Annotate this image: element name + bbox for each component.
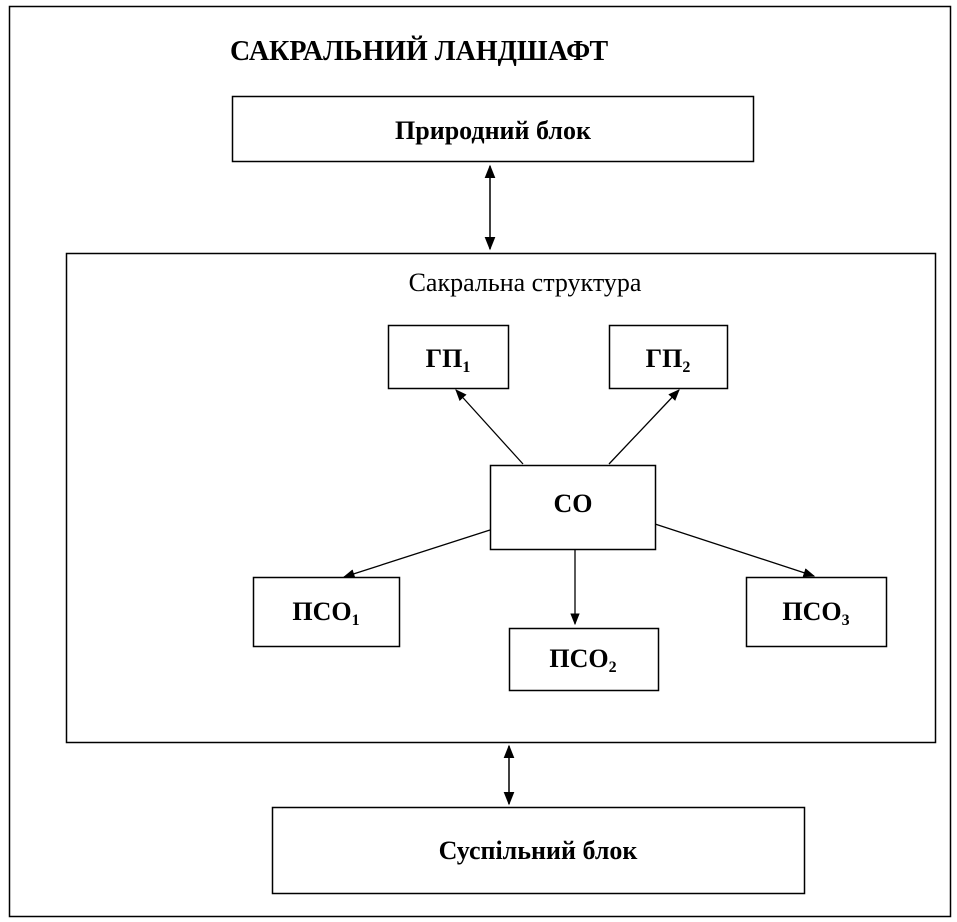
node-gp2-box <box>608 324 729 390</box>
node-pso2-box <box>508 627 660 692</box>
arrow-so-gp1 <box>455 389 524 465</box>
arrow-so-pso3 <box>654 523 816 578</box>
arrow-so-pso1 <box>342 529 491 579</box>
node-pso3-label: ПСО3 <box>782 597 849 629</box>
node-gp1-label: ГП1 <box>426 344 471 376</box>
node-so-label: СО <box>554 489 593 518</box>
node-pso1-box <box>252 576 401 648</box>
node-pso3-box <box>745 576 888 648</box>
social-block-label: Суспільний блок <box>439 836 638 865</box>
node-pso1-label: ПСО1 <box>292 597 359 629</box>
natural-block-label: Природний блок <box>395 116 591 145</box>
node-gp2-label: ГП2 <box>646 344 691 376</box>
node-gp1-box <box>387 324 510 390</box>
node-pso2-label: ПСО2 <box>549 644 616 676</box>
natural-block-box <box>231 95 755 163</box>
social-block-box <box>271 806 806 895</box>
node-so-box <box>489 464 657 551</box>
arrow-so-gp2 <box>608 389 680 465</box>
sacred-structure-label: Сакральна структура <box>409 268 642 297</box>
diagram-title: САКРАЛЬНИЙ ЛАНДШАФТ <box>230 36 608 67</box>
